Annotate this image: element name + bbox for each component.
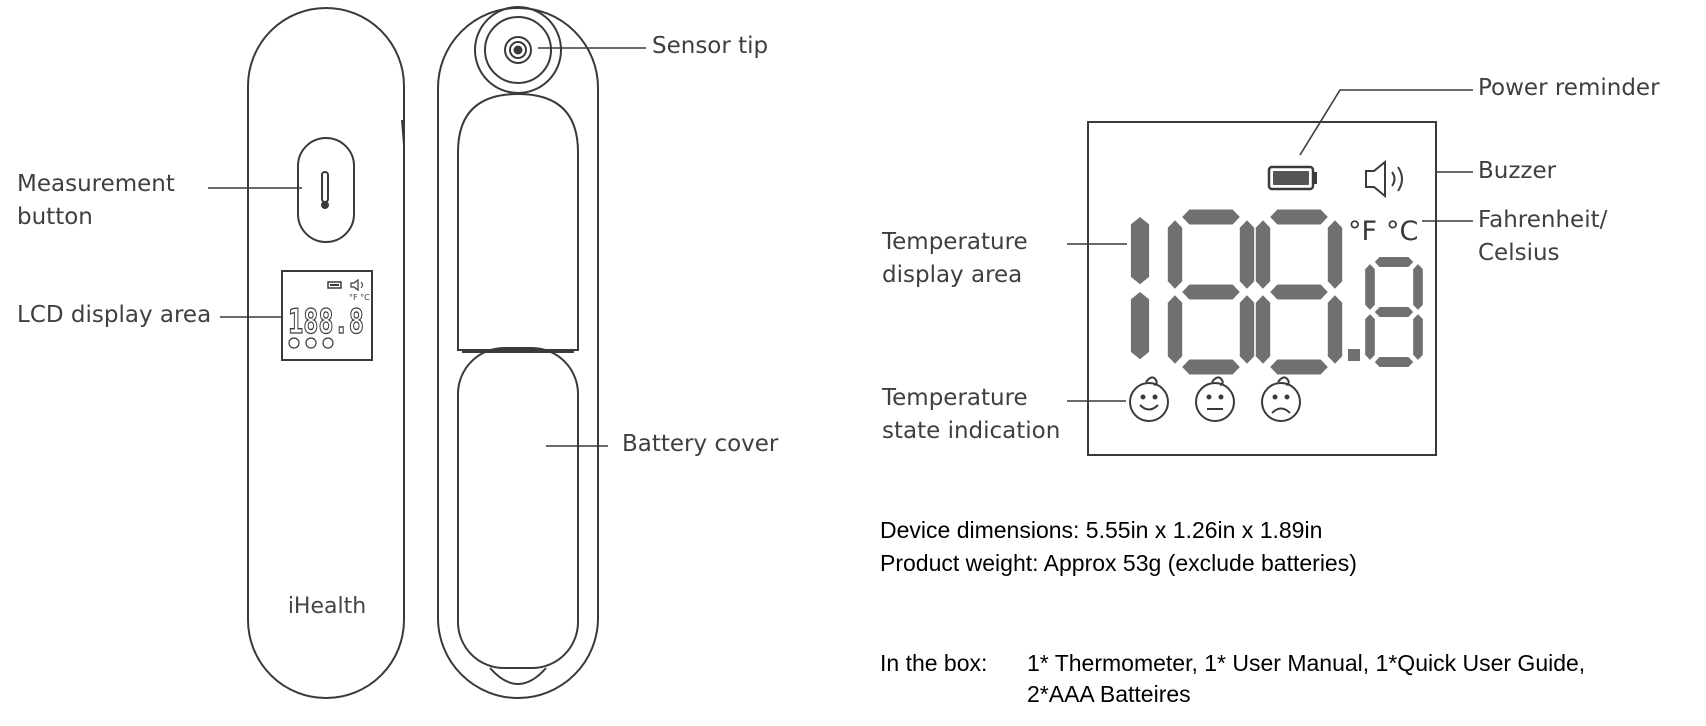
frown-face-icon	[1261, 376, 1301, 422]
callout-line: Celsius	[1478, 240, 1560, 266]
lcd-preview-digits: 188.8	[288, 302, 364, 342]
lcd-segment	[1374, 257, 1414, 267]
thermometer-side-view	[437, 6, 599, 699]
lcd-segment	[1413, 264, 1423, 310]
lcd-segment	[1130, 217, 1150, 285]
lcd-segment	[1365, 264, 1375, 310]
lcd-segment	[1182, 284, 1240, 300]
thermometer-icon	[321, 171, 329, 209]
lcd-segment	[1327, 220, 1343, 289]
callout-line: state indication	[882, 418, 1061, 444]
thermometer-front-view: °F °C 188.8 iHealth	[247, 7, 405, 699]
speaker-icon	[1365, 159, 1403, 199]
battery-icon	[327, 281, 342, 289]
spec-in-box-line2: 2*AAA Batteires	[1027, 681, 1191, 707]
temperature-state-faces	[1129, 376, 1301, 422]
lcd-segment	[1167, 220, 1183, 289]
speaker-icon	[350, 278, 363, 292]
callout-line: Temperature	[882, 385, 1028, 411]
lcd-segment	[1239, 295, 1255, 364]
lcd-segment	[1167, 295, 1183, 364]
lcd-segment	[1255, 295, 1271, 364]
lcd-display-area: °F °C 188.8	[281, 270, 373, 361]
lcd-segment	[1130, 292, 1150, 360]
unit-fahrenheit: °F	[1348, 216, 1377, 247]
spec-in-box-line1: 1* Thermometer, 1* User Manual, 1*Quick …	[1027, 650, 1586, 676]
lcd-segment	[1270, 359, 1328, 375]
lcd-segment	[1365, 314, 1375, 360]
callout-fahrenheit-celsius: Fahrenheit/ Celsius	[1478, 204, 1607, 270]
measurement-button[interactable]	[297, 137, 355, 243]
unit-celsius: °C	[1386, 216, 1418, 247]
spec-in-box-label: In the box:	[880, 650, 988, 676]
lcd-segment	[1270, 284, 1328, 300]
leader-lines	[208, 47, 1473, 447]
neutral-face-icon	[1195, 376, 1235, 422]
callout-power-reminder: Power reminder	[1478, 75, 1660, 101]
callout-buzzer: Buzzer	[1478, 158, 1557, 184]
lcd-segment	[1239, 220, 1255, 289]
lcd-segment	[1374, 357, 1414, 367]
callout-line: button	[17, 204, 93, 230]
lcd-segment	[1413, 314, 1423, 360]
lcd-preview-units: °F °C	[349, 293, 370, 302]
callout-sensor-tip: Sensor tip	[652, 33, 769, 59]
spec-weight: Product weight: Approx 53g (exclude batt…	[880, 550, 1357, 576]
lcd-decimal-point	[1348, 349, 1360, 361]
callout-line: Fahrenheit/	[1478, 207, 1608, 233]
lcd-preview-faces	[288, 337, 334, 349]
battery-cover	[457, 347, 579, 669]
callout-temperature-display-area: Temperature display area	[882, 226, 1028, 292]
lcd-segment	[1255, 220, 1271, 289]
lcd-detail: °F °C	[1087, 121, 1437, 456]
callout-lcd-display-area: LCD display area	[17, 302, 212, 328]
brand-logo: iHealth	[288, 594, 366, 619]
lcd-segment	[1327, 295, 1343, 364]
lcd-segment	[1270, 209, 1328, 225]
callout-measurement-button: Measurement button	[17, 168, 175, 234]
sensor-tip	[474, 6, 562, 94]
callout-line: display area	[882, 262, 1023, 288]
lcd-segment	[1182, 209, 1240, 225]
smile-face-icon	[1129, 376, 1169, 422]
spec-dimensions: Device dimensions: 5.55in x 1.26in x 1.8…	[880, 517, 1323, 543]
callout-line: Temperature	[882, 229, 1028, 255]
lcd-digits	[1130, 209, 1423, 375]
lcd-segment	[1374, 307, 1414, 317]
callout-line: Measurement	[17, 171, 175, 197]
battery-icon	[1267, 165, 1317, 191]
lcd-segment	[1182, 359, 1240, 375]
callout-temperature-state-indication: Temperature state indication	[882, 382, 1060, 448]
callout-battery-cover: Battery cover	[622, 431, 779, 457]
